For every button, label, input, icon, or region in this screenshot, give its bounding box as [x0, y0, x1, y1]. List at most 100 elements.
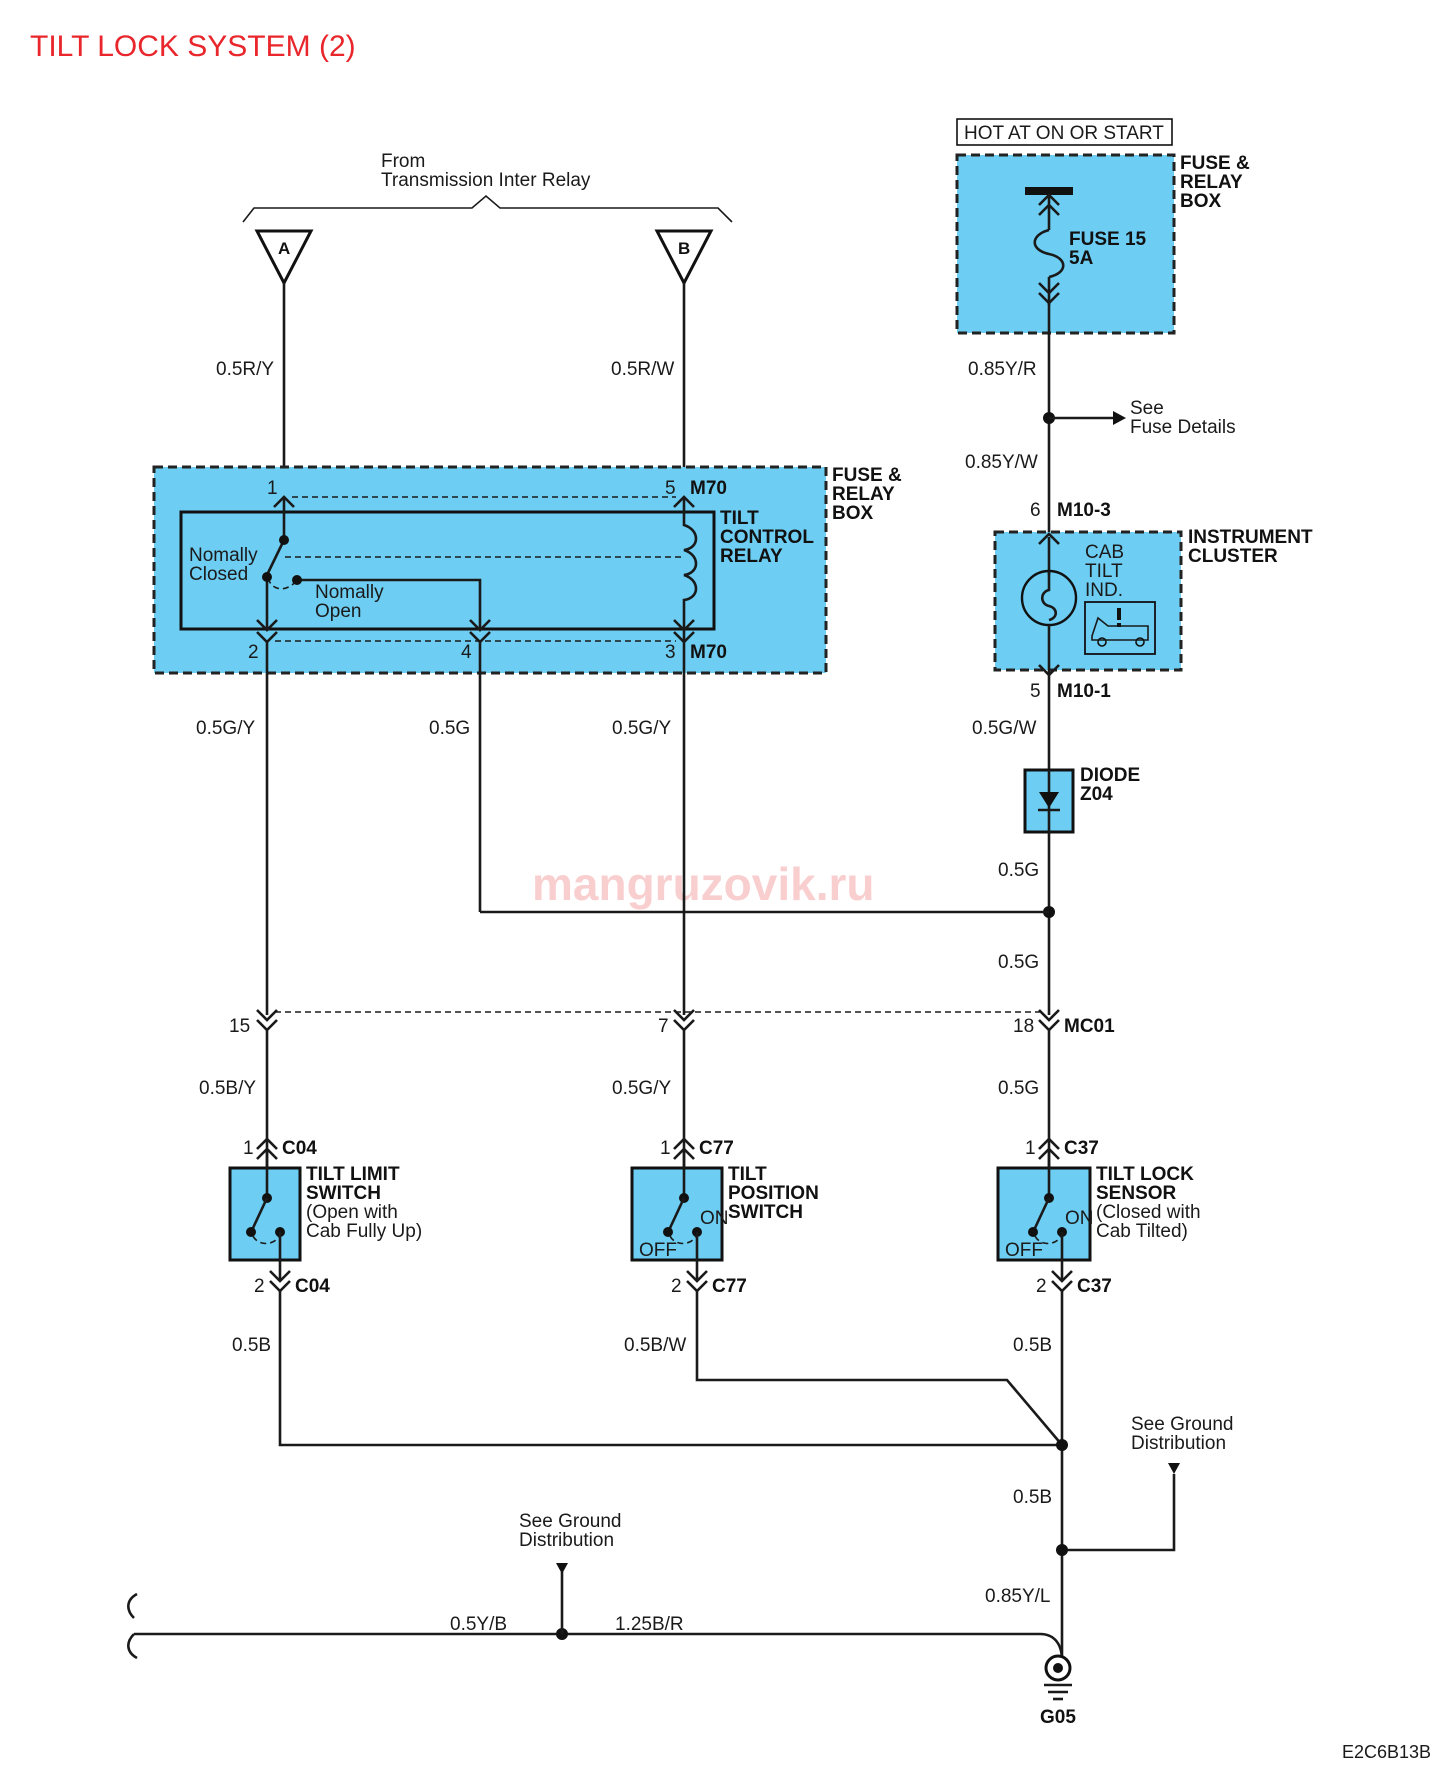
sw2-name-3: SWITCH [728, 1202, 803, 1223]
diode-name-2: Z04 [1080, 784, 1113, 805]
wire-label-fuse-out2: 0.85Y/W [965, 452, 1038, 473]
sw2-pin-bottom: 2 [671, 1276, 682, 1297]
tilt-limit-switch [228, 1137, 302, 1293]
sw2-pin-top: 1 [660, 1138, 671, 1159]
wire-label-gnd-trunk: 0.5B [1013, 1487, 1052, 1508]
relay-pin4: 4 [461, 642, 472, 663]
relay-name-3: RELAY [720, 546, 783, 567]
ground-left-line1: See Ground [519, 1511, 621, 1532]
figure-code: E2C6B13B [1342, 1742, 1431, 1762]
mc01-pin18: 18 [1013, 1016, 1034, 1037]
from-transmission-bracket [242, 194, 733, 223]
fuse-box [955, 153, 1176, 335]
sw2-name-1: TILT [728, 1164, 767, 1185]
cab-tilt-indicator-icon [1084, 601, 1156, 655]
sw3-name-2: SENSOR [1096, 1183, 1177, 1204]
ground-right-line1: See Ground [1131, 1414, 1233, 1435]
diode-name-1: DIODE [1080, 765, 1140, 786]
sw2-name-2: POSITION [728, 1183, 819, 1204]
wire-label-sw2-in: 0.5G/Y [612, 1078, 671, 1099]
fuse-15-rating: 5A [1069, 248, 1094, 269]
sw3-conn-top: C37 [1064, 1138, 1099, 1159]
diode-icon [1038, 770, 1060, 832]
wire-label-sw3-in: 0.5G [998, 1078, 1039, 1099]
ground-splice-2 [1056, 1544, 1068, 1556]
wire-label-cluster-out: 0.5G/W [972, 718, 1036, 739]
sw3-note-1: (Closed with [1096, 1202, 1201, 1223]
relay-conn-bottom: M70 [690, 642, 727, 663]
wire-label-relay3: 0.5G/Y [612, 718, 671, 739]
relay-no-2: Open [315, 601, 361, 622]
relay-box-name-2: RELAY [832, 484, 895, 505]
from-label-line1: From [381, 151, 425, 172]
relay-pin5: 5 [665, 478, 676, 499]
mc01-name: MC01 [1064, 1016, 1115, 1037]
mc01-pin7: 7 [658, 1016, 669, 1037]
relay-pin2: 2 [248, 642, 259, 663]
from-label-line2: Transmission Inter Relay [381, 170, 591, 191]
fuse-box-name-2: RELAY [1180, 172, 1243, 193]
relay-nc-2: Closed [189, 564, 248, 585]
wire-break-top [127, 1592, 138, 1619]
relay-no-1: Nomally [315, 582, 384, 603]
tilt-lock-sensor [996, 1137, 1092, 1293]
connector-b-label: B [678, 239, 690, 258]
page-title: TILT LOCK SYSTEM (2) [30, 30, 356, 63]
relay-name-2: CONTROL [720, 527, 814, 548]
cluster-conn-bottom: M10-1 [1057, 681, 1111, 702]
wire-label-diode-out: 0.5G [998, 860, 1039, 881]
hot-label: HOT AT ON OR START [964, 123, 1164, 144]
see-fuse-arrowhead [1113, 411, 1126, 425]
sw1-pin-top: 1 [243, 1138, 254, 1159]
relay-box-name-3: BOX [832, 503, 874, 524]
connector-b-symbol [654, 229, 714, 287]
wire-label-sw1-out: 0.5B [232, 1335, 271, 1356]
relay-box-name-1: FUSE & [832, 465, 902, 486]
ground-splice-1 [1056, 1439, 1068, 1451]
ground-right-line2: Distribution [1131, 1433, 1226, 1454]
see-fuse-line2: Fuse Details [1130, 417, 1236, 438]
sw3-note-2: Cab Tilted) [1096, 1221, 1188, 1242]
ground-g05-icon [1044, 1654, 1072, 1701]
hot-label-box [956, 118, 1173, 146]
connector-a-symbol [254, 229, 314, 287]
sw1-name-2: SWITCH [306, 1183, 381, 1204]
ground-g05-label: G05 [1040, 1707, 1076, 1728]
relay-nc-1: Nomally [189, 545, 258, 566]
sw1-conn-top: C04 [282, 1138, 317, 1159]
sw3-pin-top: 1 [1025, 1138, 1036, 1159]
wire-label-sw3-out: 0.5B [1013, 1335, 1052, 1356]
wire-label-b: 0.5R/W [611, 359, 674, 380]
wire-label-relay4: 0.5G [429, 718, 470, 739]
wire-label-sw1-in: 0.5B/Y [199, 1078, 256, 1099]
sw1-name-1: TILT LIMIT [306, 1164, 400, 1185]
watermark: mangruzovik.ru [532, 858, 875, 910]
wire-label-mid-g: 0.5G [998, 952, 1039, 973]
wire-break-bottom [127, 1633, 138, 1660]
fuse-15-symbol [1025, 187, 1073, 305]
cluster-name-1: INSTRUMENT [1188, 527, 1313, 548]
see-fuse-line1: See [1130, 398, 1164, 419]
sw3-pin-bottom: 2 [1036, 1276, 1047, 1297]
cluster-pin-top: 6 [1030, 500, 1041, 521]
fuse-box-name-1: FUSE & [1180, 153, 1250, 174]
sw3-on: ON [1065, 1208, 1094, 1229]
instrument-cluster [993, 530, 1183, 672]
mc01-pin15: 15 [229, 1016, 250, 1037]
sw1-note-2: Cab Fully Up) [306, 1221, 422, 1242]
cluster-pin-bottom: 5 [1030, 681, 1041, 702]
wire-label-fuse-out: 0.85Y/R [968, 359, 1037, 380]
ground-right-arrow [1168, 1463, 1180, 1474]
wire-label-sw2-out: 0.5B/W [624, 1335, 686, 1356]
wire-label-gnd-final: 0.85Y/L [985, 1586, 1051, 1607]
relay-pin3: 3 [665, 642, 676, 663]
sw2-on: ON [700, 1208, 729, 1229]
sw3-name-1: TILT LOCK [1096, 1164, 1194, 1185]
wire-sw1-out [278, 1291, 1062, 1447]
sw2-off: OFF [639, 1240, 677, 1261]
wire-label-bottom-right: 1.25B/R [615, 1614, 684, 1635]
tilt-position-switch [630, 1137, 724, 1293]
sw1-pin-bottom: 2 [254, 1276, 265, 1297]
sw2-conn-top: C77 [699, 1138, 734, 1159]
